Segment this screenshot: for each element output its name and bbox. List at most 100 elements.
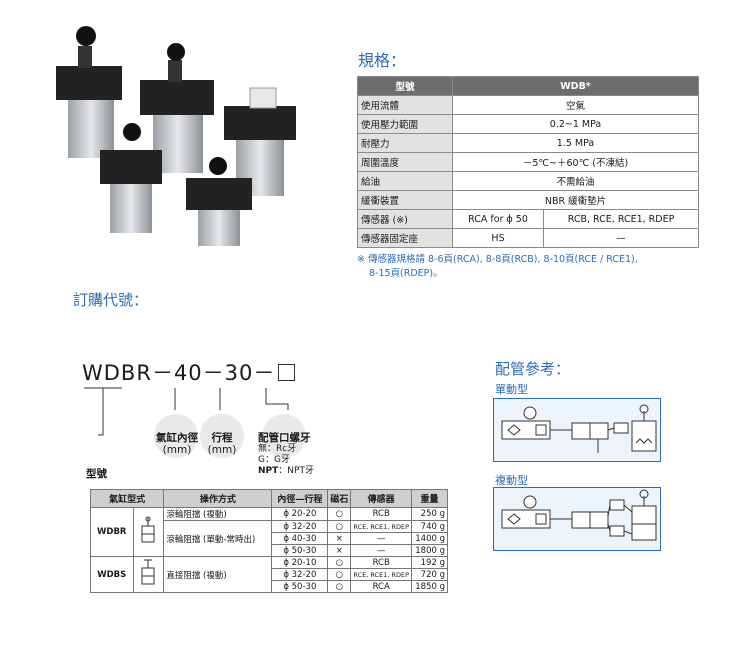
spec-value: HS [451,228,545,248]
spec-value: — [543,228,699,248]
spec-value: 不需給油 [452,171,699,191]
sensor: RCE, RCE1, RDEP [350,520,412,533]
wdbr-symbol-icon [132,507,165,557]
spec-value: 空氣 [452,95,699,115]
type-wdbr: WDBR [90,507,134,557]
spec-note-line2: 8-15頁(RDEP)。 [369,268,443,279]
magnet: ○ [327,507,352,521]
port-option: ：NPT牙 [278,466,314,476]
single-acting-label: 單動型 [495,383,528,396]
bore-stroke: ϕ 32-20 [271,568,329,581]
stroke-label-text: 行程 [211,432,233,444]
table-row: WDBR 滾輪阻擋 (複動) ϕ 20-20 ○ RCB 250 g [90,507,448,557]
table-row: ϕ 32-20 ○ RCE, RCE1, RDEP 720 g [91,568,448,581]
double-acting-label: 複動型 [495,474,528,487]
spec-value: NBR 緩衝墊片 [452,190,699,210]
bore-unit: (mm) [162,444,192,456]
order-head: 磁石 [327,489,352,508]
spec-head-model: 型號 [357,76,453,96]
piping-title: 配管參考： [495,360,571,378]
operation: 滾輪阻擋 (複動) [163,507,273,521]
magnet: ○ [327,580,352,593]
sensor: RCA [350,580,412,593]
table-row: WDBS 直接阻擋 (複動) ϕ 20-10 ○ RCB 192 g [90,556,448,593]
spec-value: 1.5 MPa [452,133,699,153]
spec-value: RCA for ϕ 50 [451,209,545,229]
order-table: 氣缸型式 操作方式 內徑—行程 磁石 傳感器 重量 WDBR 滾輪阻擋 (複動)… [89,489,448,593]
bore-stroke: ϕ 20-20 [271,507,329,521]
sensor: — [350,544,412,557]
magnet: × [327,532,352,545]
spec-value: 0.2~1 MPa [452,114,699,134]
spec-label: 耐壓力 [357,133,453,153]
code-dash: － [253,361,276,385]
spec-label: 傳感器固定座 [357,228,453,248]
spec-label: 周圍溫度 [357,152,453,172]
code-leader-lines [84,387,289,436]
order-head: 傳感器 [350,489,412,508]
spec-label: 緩衝裝置 [357,190,453,210]
port-label: 配管口螺牙 無：Rc牙 G：G牙 NPT：NPT牙 [258,432,348,477]
port-box [278,364,296,381]
spec-value: RCB, RCE, RCE1, RDEP [543,209,699,229]
weight: 720 g [411,568,448,581]
order-head: 操作方式 [163,489,273,508]
port-label-text: 配管口螺牙 [258,432,311,444]
bore-stroke: ϕ 50-30 [271,580,329,593]
weight: 740 g [411,520,448,533]
order-head: 氣缸型式 [89,489,165,508]
sensor: RCB [350,507,412,521]
magnet: × [327,544,352,557]
wdbs-symbol-icon [132,556,165,593]
sensor: RCE, RCE1, RDEP [350,568,412,581]
spec-label: 給油 [357,171,453,191]
magnet: ○ [327,556,352,569]
port-circle [262,414,306,458]
port-option: 無：Rc牙 [258,444,297,454]
bore-circle [154,414,198,458]
operation: 滾輪阻擋 (單動-常時出) [163,520,273,557]
stroke-circle [200,414,244,458]
type-wdbs: WDBS [90,556,134,593]
code-dash: － [202,361,225,385]
bore-stroke: ϕ 32-20 [271,520,329,533]
spec-value: －5℃~＋60℃ (不凍結) [452,152,699,172]
port-option-code: NPT [258,466,279,476]
sensor: RCB [350,556,412,569]
double-acting-diagram [493,487,661,551]
order-head: 內徑—行程 [271,489,329,508]
bore-label: 氣缸內徑 (mm) [150,432,204,456]
spec-label: 傳感器 (※) [357,209,453,229]
bore-stroke: ϕ 50-30 [271,544,329,557]
bore-stroke: ϕ 20-10 [271,556,329,569]
order-title: 訂購代號： [73,291,149,309]
model-label: 型號 [86,468,107,480]
magnet: ○ [327,568,352,581]
bore-label-text: 氣缸內徑 [156,432,198,444]
weight: 1800 g [411,544,448,557]
model-code: WDBR－40－30－ [82,357,296,387]
code-stroke: 30 [224,361,254,385]
spec-label: 使用壓力範圍 [357,114,453,134]
weight: 192 g [411,556,448,569]
code-dash: － [151,361,174,385]
spec-label: 使用流體 [357,95,453,115]
code-bore: 40 [173,361,203,385]
operation: 直接阻擋 (複動) [163,556,273,593]
weight: 1850 g [411,580,448,593]
sensor: — [350,532,412,545]
spec-note-line1: ※ 傳感器規格請 8-6頁(RCA), 8-8頁(RCB), 8-10頁(RCE… [357,254,638,265]
product-photo [56,26,296,246]
weight: 1400 g [411,532,448,545]
table-row: ϕ 40-30 × — 1400 g [91,532,448,545]
stroke-unit: (mm) [207,444,237,456]
bore-stroke: ϕ 40-30 [271,532,329,545]
order-head: 重量 [411,489,448,508]
stroke-label: 行程 (mm) [200,432,244,456]
port-option: G：G牙 [258,455,290,465]
spec-head-wdb: WDB* [452,76,699,96]
magnet: ○ [327,520,352,533]
table-row: ϕ 50-30 × — 1800 g [91,544,448,557]
code-prefix: WDBR [82,361,152,385]
